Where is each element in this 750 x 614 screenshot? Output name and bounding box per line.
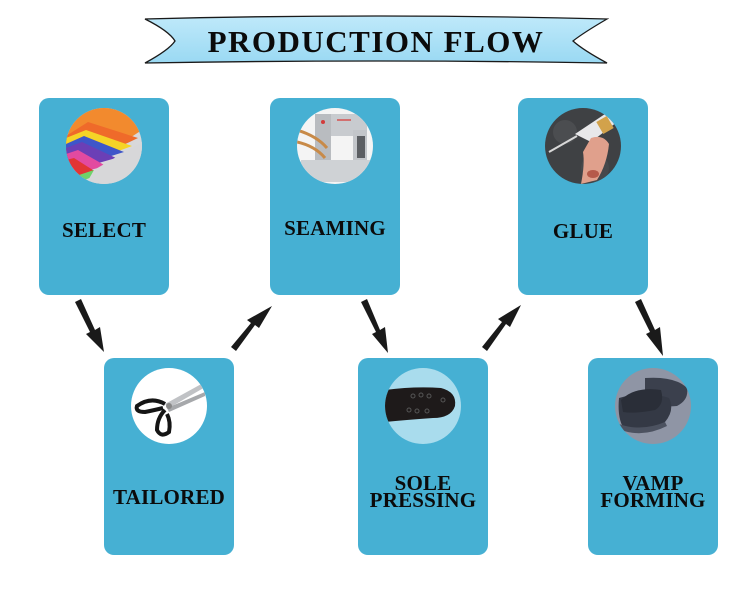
arrow-seaming-to-sole bbox=[361, 299, 388, 353]
step-label: TAILORED bbox=[112, 485, 226, 509]
step-card-select: SELECT bbox=[39, 98, 169, 295]
arrow-sole-to-glue bbox=[482, 305, 521, 351]
scissors-icon bbox=[131, 368, 207, 444]
step-label: SELECT bbox=[61, 218, 147, 242]
glue-bottle-icon bbox=[545, 108, 621, 184]
step-label-line-1: VAMP bbox=[622, 471, 684, 495]
page-title: PRODUCTION FLOW bbox=[207, 23, 545, 59]
arrow-glue-to-vamp bbox=[635, 299, 663, 356]
color-foam-sheets-icon bbox=[66, 108, 142, 184]
arrow-select-to-tailored bbox=[75, 299, 104, 352]
step-label-line-2: PRESSING bbox=[369, 488, 477, 512]
step-card-vamp-forming: VAMP FORMING bbox=[588, 358, 718, 555]
step-label: SOLE PRESSING bbox=[358, 471, 488, 512]
step-card-seaming: SEAMING bbox=[270, 98, 400, 295]
arrow-tailored-to-seaming bbox=[231, 306, 272, 351]
title-banner: PRODUCTION FLOW bbox=[143, 15, 609, 66]
step-label: SEAMING bbox=[284, 216, 386, 240]
shoe-sole-icon bbox=[385, 368, 461, 444]
step-card-glue: GLUE bbox=[518, 98, 648, 295]
step-card-tailored: TAILORED bbox=[104, 358, 234, 555]
sewing-machine-icon bbox=[297, 108, 373, 184]
step-label: GLUE bbox=[552, 219, 614, 243]
slipper-icon bbox=[615, 368, 691, 444]
step-label-line-2: FORMING bbox=[600, 488, 706, 512]
step-label-line-1: SOLE bbox=[394, 471, 452, 495]
ribbon-shape bbox=[144, 15, 609, 64]
step-label: VAMP FORMING bbox=[588, 471, 718, 512]
step-card-sole-pressing: SOLE PRESSING bbox=[358, 358, 488, 555]
